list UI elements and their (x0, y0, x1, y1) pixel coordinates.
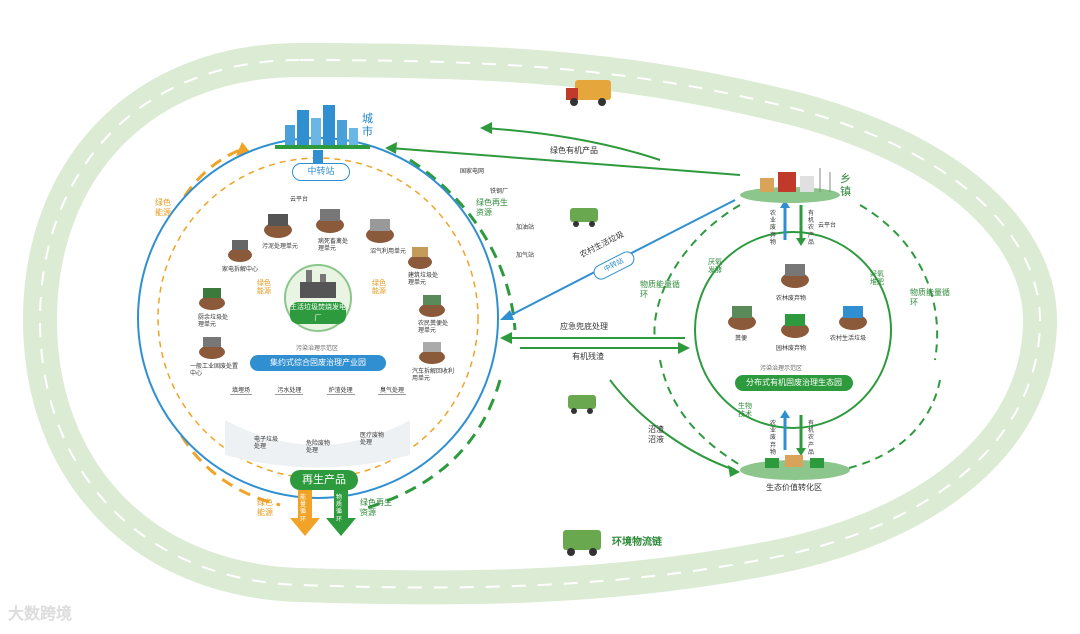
bottom-unit-medical: 医疗废物处理 (360, 432, 385, 447)
ring-title: 环境物流链 (612, 537, 662, 548)
flow-label-emergency: 应急兜底处理 (560, 322, 608, 331)
town-cycle-arc-bottom (839, 379, 941, 471)
unit-industrial: 一般工业固废处置中心 (190, 363, 239, 378)
process-sewage: 污水处理 (275, 387, 304, 395)
flow-label-organic-slag: 有机残渣 (572, 352, 604, 361)
cycle-left-label: 物质能量循环 (640, 280, 680, 299)
flow-biogas-slurry (609, 379, 736, 471)
facility-steel: 铁钢厂 (490, 188, 509, 195)
truck-icon-top (566, 80, 611, 106)
hub-energy-left: 绿色能源 (257, 279, 271, 296)
green-resource-arc-bottom (359, 379, 502, 512)
unit-vehicle: 汽车拆解回收利用单元 (412, 368, 455, 383)
hub-energy-right: 绿色能源 (372, 279, 386, 296)
resource-label-top: 绿色再生资源 (476, 198, 508, 217)
left-green-energy-top: 绿色能源 (155, 198, 171, 217)
arrow-energy-cycle: 能量循环 (300, 494, 307, 523)
town-output-label: 有机农产品 (808, 210, 815, 246)
power-plant-icon (300, 270, 336, 298)
park-zone: 污染治理示范区 (296, 345, 339, 352)
town-unit-garden: 园林废弃物 (776, 345, 807, 352)
energy-down-arrow (298, 490, 312, 518)
unit-appliance: 家电拆解中心 (222, 266, 259, 273)
process-landfill: 填埋场 (230, 387, 253, 395)
facility-grid: 国家电网 (460, 168, 485, 175)
cycle-right-label: 物质能量循环 (910, 288, 950, 307)
anaerobic-label: 厌氧发酵 (708, 258, 722, 275)
city-transfer-station: 中转站 (292, 163, 350, 181)
bottom-unit-electronic: 电子垃圾处理 (254, 436, 279, 451)
eco-in-label: 农业废弃物 (770, 420, 777, 456)
watermark: 大数跨境 (8, 604, 73, 623)
eco-zone-icon (740, 455, 850, 480)
logistics-ring-dash (38, 58, 1042, 589)
unit-icons (199, 209, 445, 364)
facility-gas2: 加气站 (516, 252, 535, 259)
city-down-arrow (313, 150, 323, 168)
process-odor: 臭气处理 (377, 387, 406, 395)
material-down-arrow (334, 490, 348, 518)
flow-label-green-products: 绿色有机产品 (550, 146, 598, 155)
park-name: 集约式综合固废治理产业园 (250, 355, 386, 371)
eco-zone-label: 生态价值转化区 (766, 483, 822, 492)
truck-icon-bottom (563, 530, 601, 556)
city-skyline-icon (275, 105, 370, 149)
town-park-zone: 污染治理示范区 (760, 365, 803, 372)
park-process-row: 填埋场 污水处理 炉渣处理 臭气处理 (230, 385, 406, 395)
town-park-name: 分布式有机固废治理生态园 (735, 375, 853, 391)
arrow-material-cycle: 物质循环 (336, 494, 343, 523)
green-resource-arc (409, 158, 517, 331)
aerobic-label: 好氧堆肥 (870, 270, 884, 287)
eco-out-label: 有机农产品 (808, 420, 815, 456)
process-slag: 炉渣处理 (326, 387, 355, 395)
facility-gas: 加油站 (516, 224, 535, 231)
town-unit-icons (728, 264, 867, 338)
flow-green-products-2 (484, 127, 661, 161)
town-label: 乡镇 (840, 172, 851, 199)
town-cloud-label: 云平台 (818, 222, 837, 229)
town-unit-manure: 粪便 (735, 335, 748, 342)
city-label: 城市 (362, 112, 373, 139)
town-unit-rural: 农村生活垃圾 (830, 335, 867, 342)
flow-label-biogas-slurry: 沼渣沼液 (648, 425, 664, 444)
town-village-icon (740, 168, 840, 203)
truck-icon-mid (570, 208, 598, 227)
unit-manure: 农民粪便处理单元 (418, 320, 449, 335)
hub-label: 生活垃圾焚烧发电厂 (290, 302, 346, 324)
truck-icon-low (568, 395, 596, 414)
town-bottom-left-arc (659, 359, 741, 466)
unit-sludge: 污泥处理单元 (262, 243, 299, 250)
unit-construction: 建筑垃圾处理单元 (408, 272, 439, 287)
unit-animal: 病死畜禽处理单元 (318, 238, 349, 253)
bottom-unit-hazardous: 危险废物处理 (306, 440, 331, 455)
park-fan (225, 420, 410, 468)
town-input-label: 农业废弃物 (770, 210, 777, 246)
left-green-energy-bottom: 绿色能源 (257, 498, 273, 517)
resource-label-bottom: 绿色再生资源 (360, 498, 392, 517)
city-cloud-label: 云平台 (290, 196, 309, 203)
bio-tech-label: 生物技术 (738, 402, 752, 419)
unit-biogas: 沼气利用单元 (370, 248, 407, 255)
recycled-products: 再生产品 (290, 470, 358, 490)
flow-green-products (389, 147, 741, 176)
town-unit-farm: 农林废弃物 (776, 295, 807, 302)
unit-kitchen: 厨余垃圾处理单元 (198, 314, 229, 329)
